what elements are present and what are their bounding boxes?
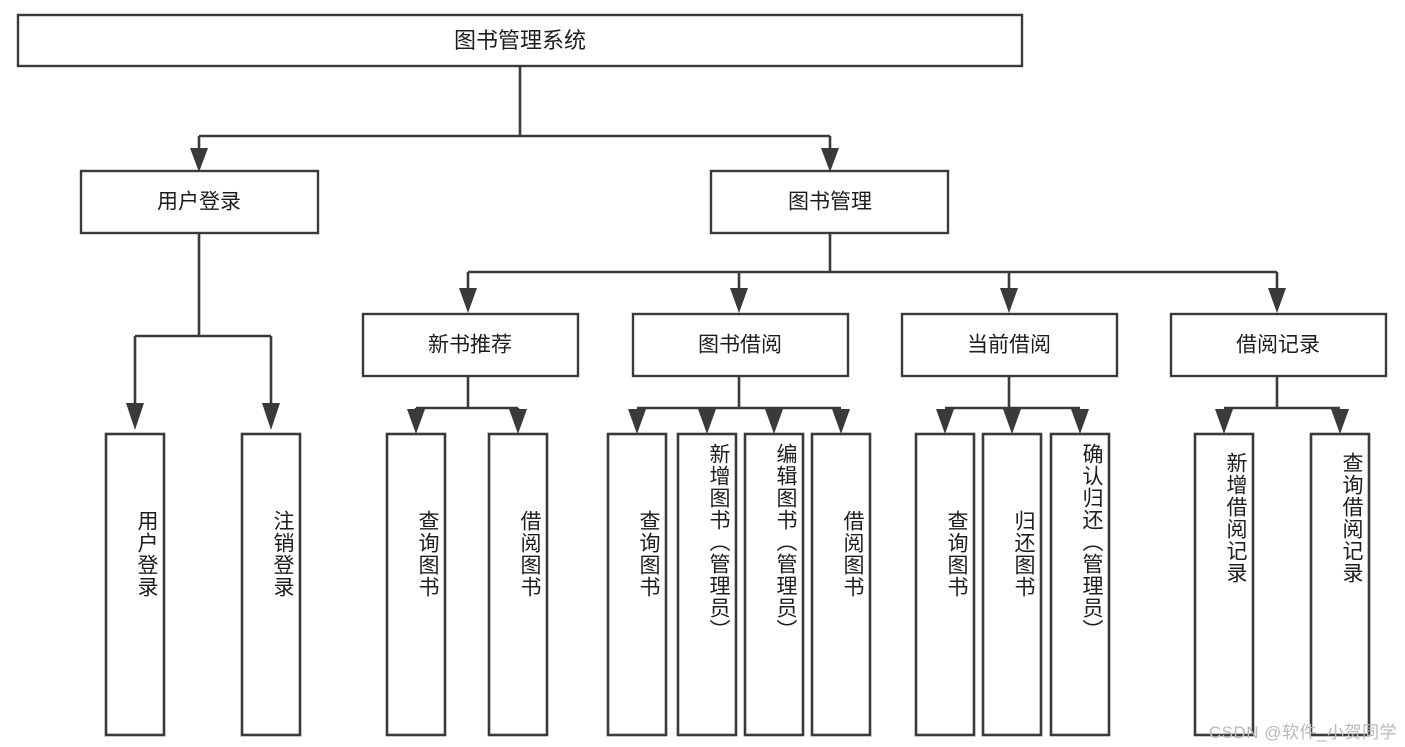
node-new-book-recommend-label: 新书推荐 (428, 334, 512, 357)
leaf-box-borrow-book-2[interactable] (810, 432, 872, 737)
arrow-br-leaf-1 (1215, 409, 1233, 434)
arrow-bb-leaf-2 (698, 409, 716, 434)
watermark-text: CSDN @软件_小贺同学 (1208, 723, 1397, 742)
leaf-box-borrow-book-1[interactable] (487, 432, 549, 737)
node-book-management-box[interactable] (709, 169, 950, 235)
arrow-to-new-book-recommend (459, 288, 477, 313)
arrow-cb-leaf-2 (1003, 409, 1021, 434)
arrow-cb-leaf-3 (1071, 409, 1089, 434)
arrow-user-login-leaf-1 (126, 403, 144, 430)
arrow-nbr-leaf-2 (509, 409, 527, 434)
node-borrow-record-label: 借阅记录 (1236, 334, 1320, 357)
node-user-login-box[interactable] (79, 169, 320, 235)
arrow-user-login-leaf-2 (262, 403, 280, 430)
leaf-box-add-borrow-record[interactable] (1193, 432, 1255, 737)
arrow-to-current-borrow (1000, 288, 1018, 313)
node-current-borrow-box[interactable] (900, 312, 1119, 378)
arrow-br-leaf-2 (1331, 409, 1349, 434)
leaf-box-query-borrow-record[interactable] (1309, 432, 1371, 737)
arrow-bb-leaf-4 (832, 409, 850, 434)
arrow-root-to-user-login (190, 148, 208, 172)
node-current-borrow[interactable]: 当前借阅 (900, 312, 1119, 378)
node-book-management-label: 图书管理 (788, 191, 872, 214)
node-root-box[interactable] (16, 13, 1024, 68)
arrow-cb-leaf-1 (936, 409, 954, 434)
leaf-box-query-book-3[interactable] (914, 432, 976, 737)
node-root[interactable]: 图书管理系统 (16, 13, 1024, 68)
arrow-bb-leaf-1 (628, 409, 646, 434)
node-root-label: 图书管理系统 (454, 28, 586, 53)
leaf-box-query-book-1[interactable] (385, 432, 447, 737)
leaf-box-confirm-return[interactable] (1049, 432, 1111, 737)
leaf-box-add-book[interactable] (676, 432, 738, 737)
arrow-bb-leaf-3 (765, 409, 783, 434)
leaf-box-edit-book[interactable] (743, 432, 805, 737)
leaf-box-return-book[interactable] (981, 432, 1043, 737)
arrow-nbr-leaf-1 (407, 409, 425, 434)
node-book-borrow-box[interactable] (631, 312, 850, 378)
node-user-login[interactable]: 用户登录 (79, 169, 320, 235)
node-user-login-label: 用户登录 (157, 191, 241, 214)
leaf-box-logout-login[interactable] (240, 432, 302, 737)
node-current-borrow-label: 当前借阅 (967, 334, 1051, 357)
leaf-box-user-login[interactable] (104, 432, 166, 737)
node-borrow-record-box[interactable] (1169, 312, 1388, 378)
arrow-root-to-book-management (821, 148, 839, 172)
node-new-book-recommend-box[interactable] (361, 312, 580, 378)
connectors-layer (126, 66, 1349, 434)
node-borrow-record[interactable]: 借阅记录 (1169, 312, 1388, 378)
node-book-management[interactable]: 图书管理 (709, 169, 950, 235)
leaf-box-query-book-2[interactable] (606, 432, 668, 737)
arrow-to-book-borrow (730, 288, 748, 313)
node-book-borrow-label: 图书借阅 (698, 334, 782, 357)
node-book-borrow[interactable]: 图书借阅 (631, 312, 850, 378)
arrow-to-borrow-record (1268, 288, 1286, 313)
node-new-book-recommend[interactable]: 新书推荐 (361, 312, 580, 378)
